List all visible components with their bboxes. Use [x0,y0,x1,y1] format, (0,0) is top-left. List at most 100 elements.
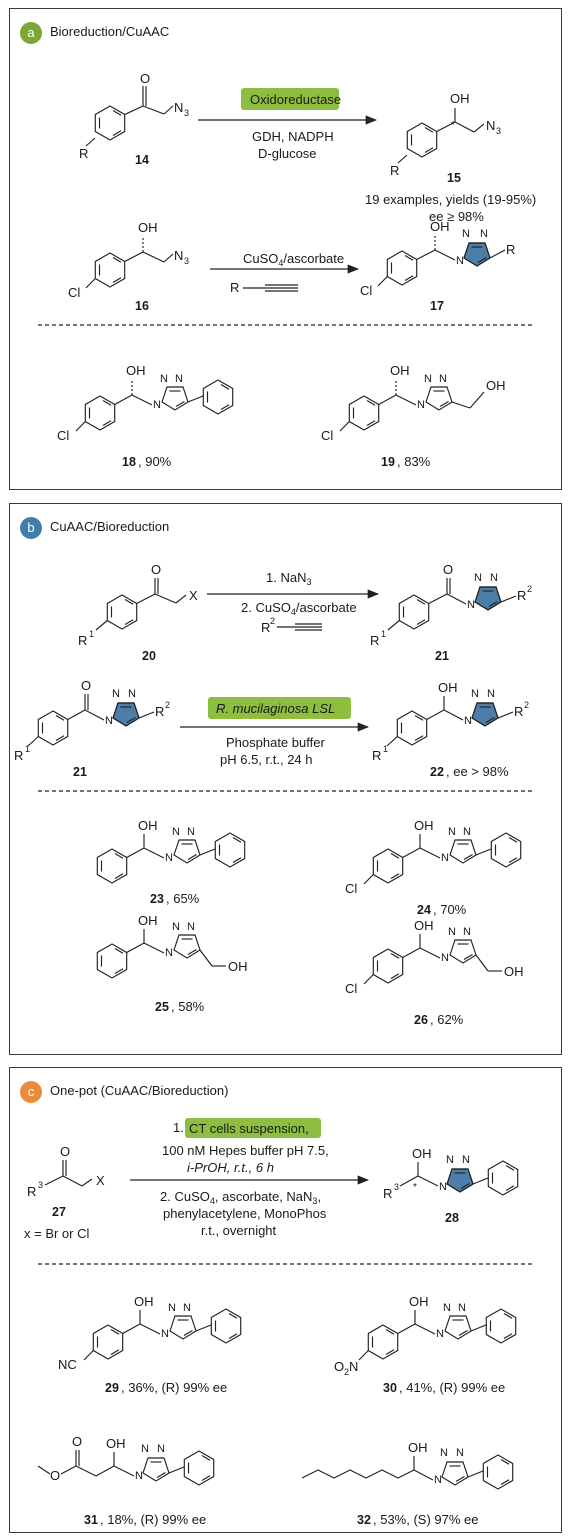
svg-text:OH: OH [138,913,158,928]
svg-text:N: N [458,1302,466,1314]
result-29: , 36%, (R) 99% ee [121,1380,227,1395]
svg-text:3: 3 [394,1182,399,1192]
svg-text:N: N [462,228,470,240]
compound-24: OH N N N Cl 24 , 70% [345,818,522,917]
enzyme-highlight-c [185,1118,321,1138]
svg-text:OH: OH [414,918,434,933]
svg-text:N: N [135,1470,143,1482]
svg-text:OH: OH [504,964,524,979]
step-b2: 2. CuSO4/ascorbate [241,600,357,617]
conditions-c4: phenylacetylene, MonoPhos [163,1206,327,1221]
conditions-b1: Phosphate buffer [226,735,325,750]
result-30: , 41%, (R) 99% ee [399,1380,505,1395]
svg-text:N: N [165,852,173,864]
svg-text:N: N [456,1447,464,1459]
label-22: 22 [430,765,444,779]
svg-text:N: N [456,255,464,267]
svg-text:N: N [480,228,488,240]
yield-24: , 70% [433,902,467,917]
svg-text:N: N [463,826,471,838]
panel-c-badge: c [20,1081,42,1103]
svg-text:N: N [157,1443,165,1455]
svg-text:N: N [440,1447,448,1459]
label-32: 32 [357,1513,371,1527]
svg-text:1: 1 [381,629,386,639]
conditions-c5: r.t., overnight [201,1223,277,1238]
svg-text:N: N [187,826,195,838]
svg-text:Cl: Cl [57,428,69,443]
step-c1: CT cells suspension, [189,1121,309,1136]
label-20: 20 [142,649,156,663]
svg-text:OH: OH [408,1440,428,1455]
svg-text:N: N [441,952,449,964]
svg-text:Cl: Cl [68,285,80,300]
svg-text:3: 3 [496,126,501,136]
label-19: 19 [381,455,395,469]
svg-text:N: N [463,926,471,938]
svg-text:N: N [439,1181,447,1193]
svg-text:R: R [383,1186,392,1201]
svg-text:O: O [72,1434,82,1449]
panel-b-badge: b [20,517,42,539]
ee-text-a: ee ≥ 98% [429,209,484,224]
svg-text:OH: OH [486,378,506,393]
x-note: x = Br or Cl [24,1226,89,1241]
svg-text:2: 2 [527,584,532,594]
svg-text:N: N [446,1154,454,1166]
svg-text:N: N [141,1443,149,1455]
svg-text:N: N [165,947,173,959]
label-23: 23 [150,892,164,906]
svg-text:O: O [334,1359,344,1374]
label-14: 14 [135,153,149,167]
svg-text:2: 2 [344,1367,349,1377]
svg-text:N: N [172,826,180,838]
svg-text:N: N [486,118,495,133]
label-16: 16 [135,299,149,313]
svg-text:R: R [506,242,515,257]
svg-text:N: N [160,373,168,385]
svg-text:Cl: Cl [345,981,357,996]
label-30: 30 [383,1381,397,1395]
svg-text:O: O [151,562,161,577]
panel-a: a Bioreduction/CuAAC [9,8,562,490]
svg-text:N: N [448,826,456,838]
svg-text:R: R [514,704,523,719]
yield-26: , 62% [430,1012,464,1027]
label-21b: 21 [73,765,87,779]
result-31: , 18%, (R) 99% ee [100,1512,206,1527]
svg-text:N: N [128,688,136,700]
yield-23: , 65% [166,891,200,906]
compound-26: OH N N N OH Cl 26 , 62% [345,918,524,1027]
panel-c-title: One-pot (CuAAC/Bioreduction) [50,1083,229,1098]
svg-text:OH: OH [228,959,248,974]
conditions-b2: pH 6.5, r.t., 24 h [220,752,313,767]
svg-text:OH: OH [390,363,410,378]
label-28: 28 [445,1211,459,1225]
svg-text:3: 3 [184,256,189,266]
svg-text:O: O [60,1144,70,1159]
svg-text:R: R [517,588,526,603]
svg-text:N: N [172,921,180,933]
svg-text:N: N [175,373,183,385]
svg-text:N: N [441,852,449,864]
svg-text:OH: OH [412,1146,432,1161]
ee-22: , ee > 98% [446,764,509,779]
svg-text:1: 1 [89,629,94,639]
compound-31: O O OH N N N 31 , 18%, (R) 99% ee [37,1434,215,1527]
enzyme-highlight-b [208,697,351,719]
enzyme-highlight-a [241,88,339,110]
svg-text:OH: OH [126,363,146,378]
svg-text:R: R [27,1184,36,1199]
svg-text:R: R [78,633,87,648]
label-29: 29 [105,1381,119,1395]
svg-text:N: N [448,926,456,938]
conditions-c1: 100 nM Hepes buffer pH 7.5, [162,1143,329,1158]
label-25: 25 [155,1000,169,1014]
panel-b-title: CuAAC/Bioreduction [50,519,170,534]
